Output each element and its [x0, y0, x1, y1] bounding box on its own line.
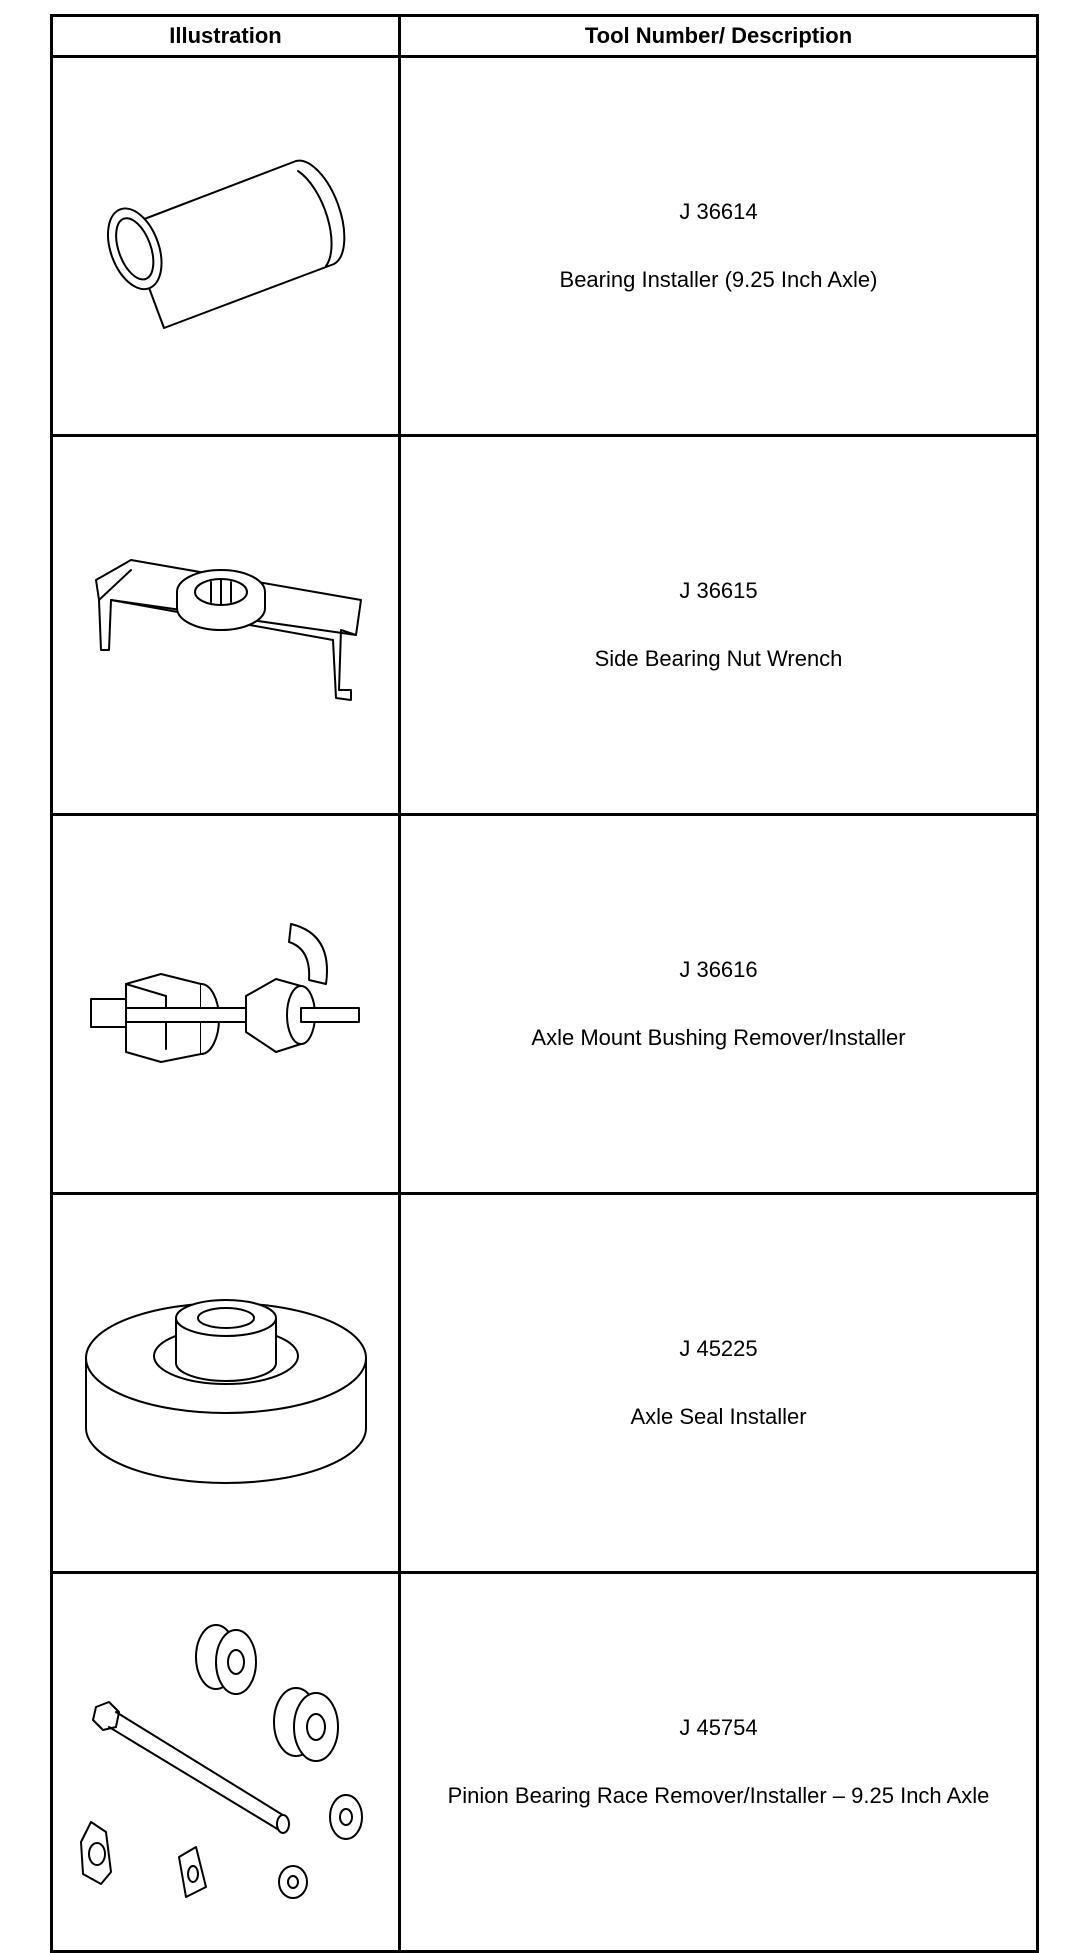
tool-number: J 36614	[679, 198, 758, 224]
tool-number: J 36615	[679, 577, 758, 603]
tool-number: J 45225	[679, 1335, 758, 1361]
tool-description: Side Bearing Nut Wrench	[594, 646, 843, 671]
bushing-remover-installer-icon	[89, 923, 360, 1063]
illustration-cell	[50, 55, 401, 437]
illustration-cell	[50, 1571, 401, 1953]
header-tool-number-description: Tool Number/ Description	[398, 14, 1039, 58]
seal-installer-icon	[84, 1299, 367, 1484]
table-header-row: Illustration Tool Number/ Description	[50, 14, 1039, 58]
tool-number: J 36616	[679, 956, 758, 982]
tool-description: Axle Seal Installer	[630, 1404, 807, 1429]
race-remover-installer-kit-icon	[79, 1624, 363, 1899]
description-cell: J 45225 Axle Seal Installer	[398, 1192, 1039, 1574]
table-row: J 36614 Bearing Installer (9.25 Inch Axl…	[50, 55, 1039, 437]
description-cell: J 36614 Bearing Installer (9.25 Inch Axl…	[398, 55, 1039, 437]
tool-description: Bearing Installer (9.25 Inch Axle)	[559, 267, 878, 292]
illustration-cell	[50, 813, 401, 1195]
tool-description: Axle Mount Bushing Remover/Installer	[531, 1025, 906, 1050]
header-illustration: Illustration	[50, 14, 401, 58]
description-cell: J 36615 Side Bearing Nut Wrench	[398, 434, 1039, 816]
table-row: J 36615 Side Bearing Nut Wrench	[50, 434, 1039, 816]
description-cell: J 45754 Pinion Bearing Race Remover/Inst…	[398, 1571, 1039, 1953]
special-tools-table: Illustration Tool Number/ Description J …	[50, 14, 1039, 1953]
illustration-cell	[50, 434, 401, 816]
cylindrical-bearing-installer-icon	[106, 159, 345, 329]
tool-description: Pinion Bearing Race Remover/Installer – …	[447, 1783, 990, 1808]
tool-number: J 45754	[679, 1714, 758, 1740]
illustration-cell	[50, 1192, 401, 1574]
table-row: J 36616 Axle Mount Bushing Remover/Insta…	[50, 813, 1039, 1195]
description-cell: J 36616 Axle Mount Bushing Remover/Insta…	[398, 813, 1039, 1195]
nut-wrench-icon	[94, 559, 362, 701]
table-row: J 45225 Axle Seal Installer	[50, 1192, 1039, 1574]
table-row: J 45754 Pinion Bearing Race Remover/Inst…	[50, 1571, 1039, 1953]
